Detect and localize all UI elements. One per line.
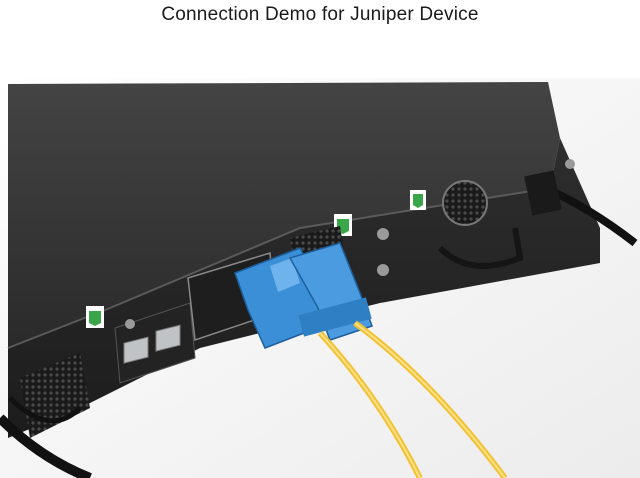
green-badge-right bbox=[410, 190, 426, 210]
power-plug bbox=[524, 170, 562, 216]
page-title: Connection Demo for Juniper Device bbox=[161, 4, 479, 25]
thumbscrew-2 bbox=[377, 228, 389, 240]
product-photo bbox=[0, 78, 640, 478]
port-block bbox=[114, 302, 196, 384]
thumbscrew-1 bbox=[125, 319, 135, 329]
bottom-cable bbox=[0, 414, 92, 478]
thumbscrew-3 bbox=[377, 264, 389, 276]
left-handle bbox=[8, 396, 82, 424]
thumbscrew-4 bbox=[565, 159, 575, 169]
rj45-port-2 bbox=[155, 324, 181, 352]
psu-fan bbox=[442, 180, 488, 226]
rj45-port-1 bbox=[123, 336, 149, 364]
psu-handle bbox=[437, 227, 524, 269]
fiber-cable-2-highlight bbox=[354, 322, 506, 478]
lc-duplex-clip bbox=[234, 242, 373, 349]
chassis-top bbox=[8, 82, 560, 348]
green-badge-left bbox=[86, 306, 104, 328]
fiber-cable-1-highlight bbox=[319, 332, 421, 478]
